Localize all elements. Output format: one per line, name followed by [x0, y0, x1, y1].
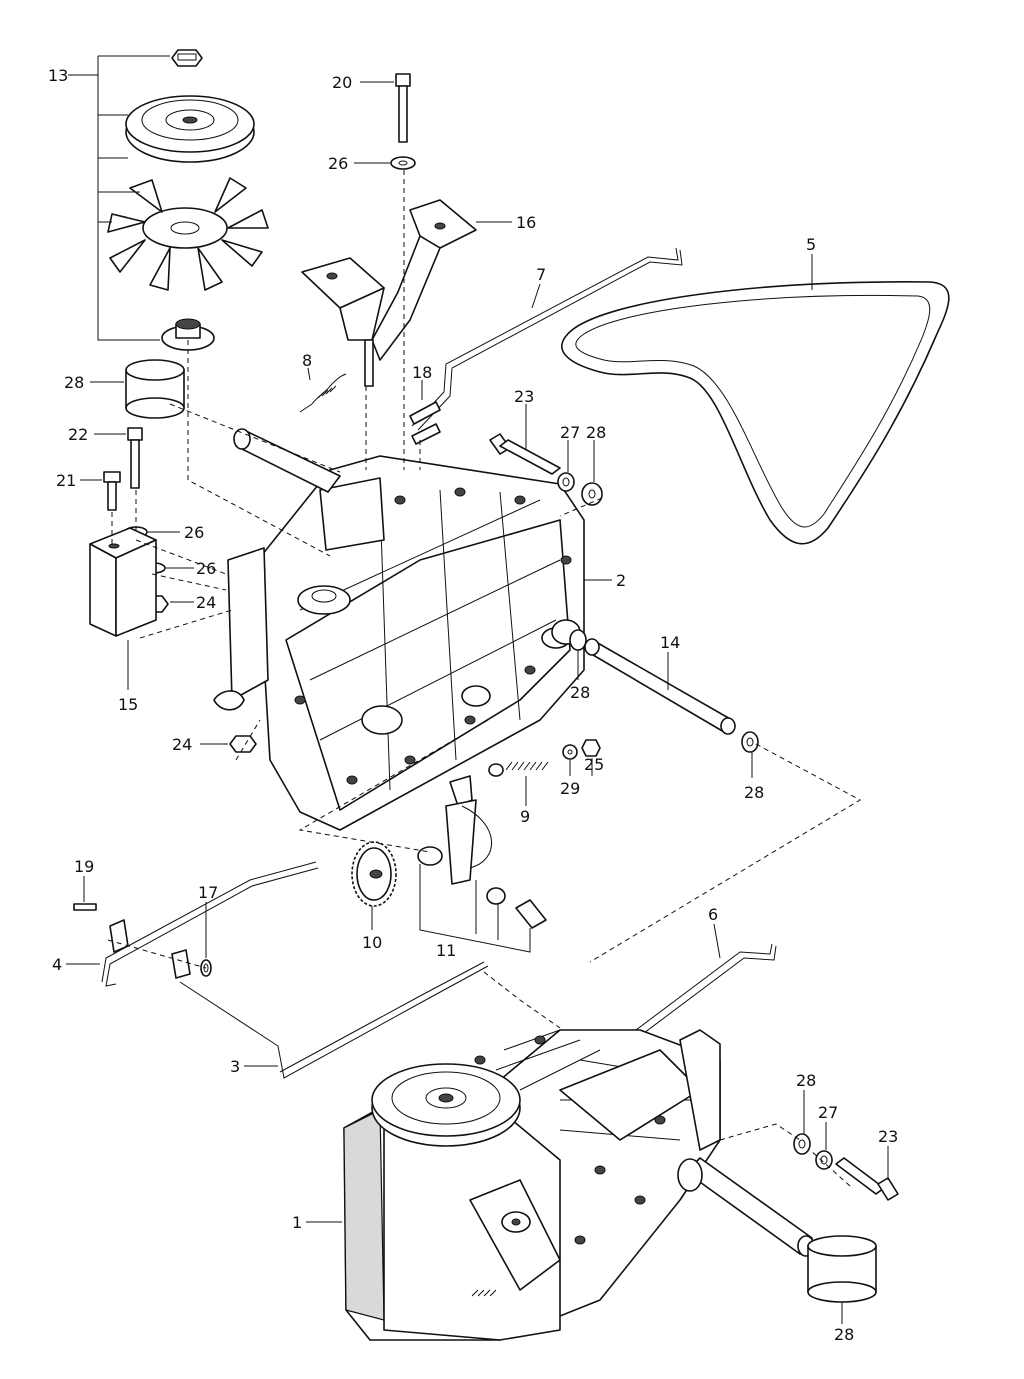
callout-18: 18 — [412, 363, 432, 382]
part-7-control-rod — [411, 247, 683, 431]
part-22-bolt — [94, 427, 143, 489]
callout-19: 19 — [74, 857, 94, 876]
part-8-spring — [299, 367, 347, 413]
assembly-guide-lines — [107, 170, 862, 1187]
callout-6: 6 — [708, 905, 718, 924]
callout-26: 26 — [328, 154, 348, 173]
callout-17: 17 — [198, 883, 218, 902]
callout-23: 23 — [878, 1127, 898, 1146]
part-25-nut — [581, 739, 601, 776]
part-28-washer-lower — [793, 1090, 811, 1155]
callout-29: 29 — [560, 779, 580, 798]
callout-11: 11 — [436, 941, 456, 960]
callout-14: 14 — [660, 633, 680, 652]
callout-26: 26 — [184, 523, 204, 542]
part-23-bolt-upper — [489, 404, 561, 475]
callout-24: 24 — [196, 593, 216, 612]
callout-5: 5 — [806, 235, 816, 254]
part-20-bolt — [360, 73, 411, 143]
part-1-transaxle — [306, 1029, 815, 1341]
part-23-bolt-lower — [835, 1146, 899, 1201]
callout-9: 9 — [520, 807, 530, 826]
callout-8: 8 — [302, 351, 312, 370]
part-28-bushing-left — [90, 359, 185, 419]
callout-28: 28 — [834, 1325, 854, 1344]
part-21-bolt — [80, 471, 121, 511]
part-28-washer-upper — [581, 440, 603, 506]
callout-22: 22 — [68, 425, 88, 444]
callout-labels: 13 20 26 16 5 7 8 18 28 22 23 27 28 21 2… — [48, 66, 898, 1344]
part-28-washer-right — [741, 731, 759, 778]
callout-4: 4 — [52, 955, 62, 974]
callout-21: 21 — [56, 471, 76, 490]
callout-27: 27 — [818, 1103, 838, 1122]
callout-28: 28 — [744, 783, 764, 802]
callout-15: 15 — [118, 695, 138, 714]
callout-26: 26 — [196, 559, 216, 578]
part-14-shaft — [584, 638, 736, 735]
part-2-gearbox-housing — [213, 428, 612, 831]
part-10-sprocket — [351, 841, 397, 930]
part-15-mounting-block — [89, 527, 157, 690]
callout-24: 24 — [172, 735, 192, 754]
part-27-washer-lower — [815, 1122, 833, 1170]
part-28-bushing-lower — [807, 1235, 877, 1324]
part-4-control-rod — [66, 861, 319, 987]
callout-28: 28 — [796, 1071, 816, 1090]
callout-2: 2 — [616, 571, 626, 590]
part-13-fan-pulley-assembly — [68, 49, 269, 351]
callout-1: 1 — [292, 1213, 302, 1232]
callout-7: 7 — [536, 265, 546, 284]
part-26-washer-top — [354, 156, 416, 170]
callout-23: 23 — [514, 387, 534, 406]
part-28-bushing-mid — [551, 619, 587, 680]
callout-27: 27 — [560, 423, 580, 442]
callout-16: 16 — [516, 213, 536, 232]
part-11-idler-arm — [417, 775, 547, 953]
part-24-nut-lower — [200, 735, 257, 753]
part-3-control-rod — [171, 949, 489, 1079]
part-16-bracket — [301, 199, 512, 387]
part-19-pin — [73, 876, 97, 911]
callout-28: 28 — [64, 373, 84, 392]
callout-10: 10 — [362, 933, 382, 952]
part-29-washer — [562, 744, 578, 776]
callout-3: 3 — [230, 1057, 240, 1076]
part-5-drive-belt — [561, 254, 950, 545]
callout-13: 13 — [48, 66, 68, 85]
part-27-washer-upper — [557, 440, 575, 492]
callout-20: 20 — [332, 73, 352, 92]
callout-25: 25 — [584, 755, 604, 774]
callout-28: 28 — [570, 683, 590, 702]
part-9-spring — [488, 761, 549, 806]
housing-bolts — [294, 487, 572, 785]
part-18-link — [409, 380, 441, 445]
callout-28: 28 — [586, 423, 606, 442]
